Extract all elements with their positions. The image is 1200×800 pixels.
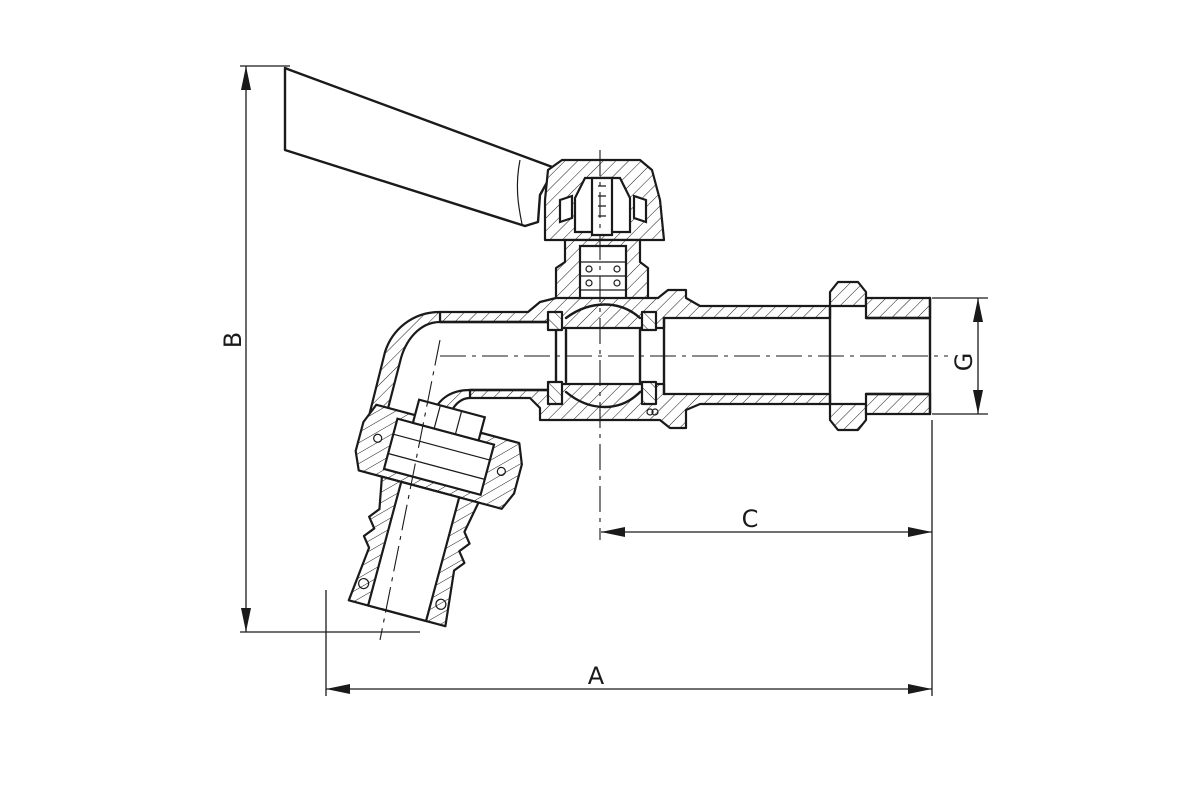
- dimension-c: C: [601, 505, 932, 537]
- lever-handle: [283, 66, 557, 228]
- handle-nut: [543, 158, 666, 242]
- dimension-b: B: [219, 65, 420, 633]
- dimension-c-label: C: [742, 505, 759, 533]
- centerlines: [379, 150, 948, 641]
- valve-body: [438, 288, 832, 430]
- dimension-a-label: A: [588, 662, 605, 690]
- dimension-b-label: B: [219, 332, 247, 348]
- inlet-connector: [828, 280, 932, 432]
- dimension-g-label: G: [950, 353, 978, 372]
- dimension-a: A: [325, 420, 933, 696]
- dimension-g: G: [932, 297, 988, 415]
- hose-connector: [347, 398, 523, 628]
